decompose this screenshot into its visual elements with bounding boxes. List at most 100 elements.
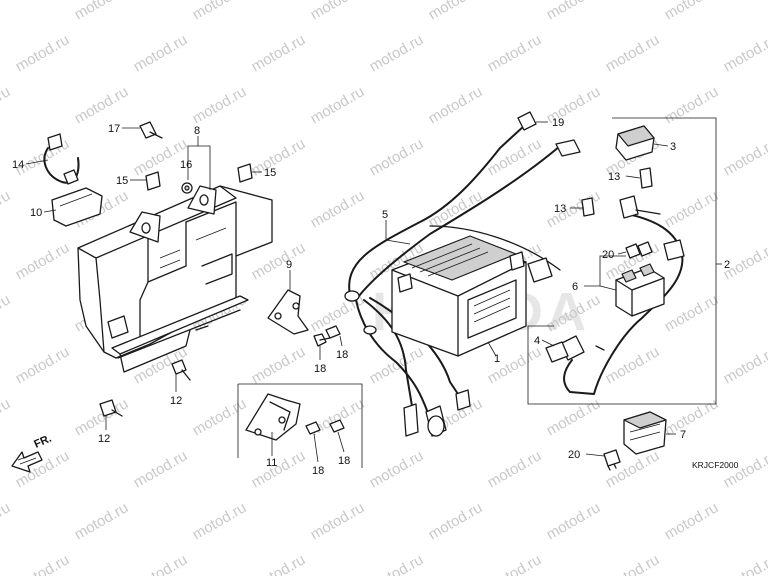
- site-watermark: motod.ru: [308, 83, 368, 127]
- site-watermark: motod.ru: [662, 83, 722, 127]
- site-watermark: motod.ru: [662, 0, 722, 23]
- callout-18-c: 18: [312, 465, 324, 477]
- site-watermark: motod.ru: [662, 187, 722, 231]
- site-watermark: motod.ru: [367, 447, 427, 491]
- inset-stay-11: [237, 383, 363, 468]
- site-watermark: motod.ru: [544, 499, 604, 543]
- site-watermark: motod.ru: [721, 551, 768, 576]
- callout-12-b: 12: [98, 433, 110, 445]
- site-watermark: motod.ru: [367, 135, 427, 179]
- callout-7: 7: [680, 429, 686, 441]
- site-watermark: motod.ru: [721, 135, 768, 179]
- site-watermark: motod.ru: [249, 343, 309, 387]
- site-watermark: motod.ru: [721, 31, 768, 75]
- site-watermark: motod.ru: [72, 0, 132, 23]
- site-watermark: motod.ru: [13, 31, 73, 75]
- site-watermark: motod.ru: [662, 499, 722, 543]
- site-watermark: motod.ru: [0, 395, 13, 439]
- callout-6: 6: [572, 281, 578, 293]
- callout-15-b: 15: [264, 167, 276, 179]
- battery-1-drawing: [391, 235, 527, 357]
- clips-drawing: [139, 121, 253, 194]
- site-watermark: motod.ru: [603, 343, 663, 387]
- cap-3-drawing: [615, 125, 655, 161]
- callout-20-b: 20: [568, 449, 580, 461]
- callout-14: 14: [12, 159, 24, 171]
- rubber-band-drawing: [43, 133, 80, 185]
- site-watermark: motod.ru: [721, 343, 768, 387]
- cover-7-drawing: [623, 411, 667, 455]
- site-watermark: motod.ru: [485, 551, 545, 576]
- site-watermark: motod.ru: [485, 447, 545, 491]
- site-watermark: motod.ru: [131, 135, 191, 179]
- site-watermark: motod.ru: [603, 551, 663, 576]
- site-watermark: motod.ru: [367, 31, 427, 75]
- site-watermark: motod.ru: [13, 343, 73, 387]
- cable-2-drawing: [527, 117, 717, 405]
- stay-9-drawing: [267, 289, 341, 347]
- harness-5-drawing: [344, 111, 581, 437]
- site-watermark: motod.ru: [544, 395, 604, 439]
- fuse-20-drawing: [603, 449, 621, 471]
- site-watermark: motod.ru: [485, 343, 545, 387]
- callout-10: 10: [30, 207, 42, 219]
- battery-box-drawing: [77, 185, 273, 373]
- callout-19: 19: [552, 117, 564, 129]
- site-watermark: motod.ru: [131, 551, 191, 576]
- callout-17: 17: [108, 123, 120, 135]
- callout-1: 1: [494, 353, 500, 365]
- site-watermark: motod.ru: [13, 551, 73, 576]
- callout-13-b: 13: [554, 203, 566, 215]
- site-watermark: motod.ru: [13, 239, 73, 283]
- site-watermark: motod.ru: [485, 31, 545, 75]
- site-watermark: motod.ru: [0, 291, 13, 335]
- site-watermark: motod.ru: [72, 499, 132, 543]
- site-watermark: motod.ru: [662, 395, 722, 439]
- callout-13-a: 13: [608, 171, 620, 183]
- callout-18-a: 18: [314, 363, 326, 375]
- direction-label: FR.: [32, 433, 53, 451]
- site-watermark: motod.ru: [190, 0, 250, 23]
- site-watermark: motod.ru: [367, 551, 427, 576]
- bolts-13-drawing: [581, 167, 661, 219]
- diagram-reference-code: KRJCF2000: [692, 460, 739, 470]
- site-watermark: motod.ru: [308, 395, 368, 439]
- callout-15-a: 15: [116, 175, 128, 187]
- cover-drawing: [51, 187, 103, 227]
- callout-9: 9: [286, 259, 292, 271]
- callout-18-b: 18: [336, 349, 348, 361]
- callout-20-a: 20: [602, 249, 614, 261]
- site-watermark: motod.ru: [190, 395, 250, 439]
- site-watermark: motod.ru: [308, 0, 368, 23]
- callout-11: 11: [266, 457, 277, 469]
- callout-5: 5: [382, 209, 388, 221]
- site-watermark: motod.ru: [426, 187, 486, 231]
- site-watermark: motod.ru: [131, 31, 191, 75]
- site-watermark: motod.ru: [249, 135, 309, 179]
- site-watermark: motod.ru: [426, 499, 486, 543]
- site-watermark: motod.ru: [249, 551, 309, 576]
- callout-12-a: 12: [170, 395, 182, 407]
- callout-8: 8: [194, 125, 200, 137]
- bolts-12-drawing: [99, 359, 191, 417]
- site-watermark: motod.ru: [13, 135, 73, 179]
- site-watermark: motod.ru: [662, 291, 722, 335]
- callout-4: 4: [534, 335, 540, 347]
- relay-6-drawing: [615, 241, 665, 317]
- site-watermark: motod.ru: [308, 187, 368, 231]
- site-watermark: motod.ru: [308, 499, 368, 543]
- callout-2: 2: [724, 259, 730, 271]
- site-watermark: motod.ru: [0, 0, 13, 23]
- site-watermark: motod.ru: [249, 31, 309, 75]
- site-watermark: motod.ru: [0, 83, 13, 127]
- callout-16: 16: [180, 159, 192, 171]
- site-watermark: motod.ru: [426, 83, 486, 127]
- leader-lines: [25, 121, 722, 463]
- site-watermark: motod.ru: [190, 499, 250, 543]
- callout-numbers: 1 2 3 4 5 6 7 8 9 10 11 12 12 13 13 14 1…: [12, 117, 730, 477]
- site-watermark: motod.ru: [603, 31, 663, 75]
- site-watermark: motod.ru: [0, 499, 13, 543]
- site-watermark: motod.ru: [426, 0, 486, 23]
